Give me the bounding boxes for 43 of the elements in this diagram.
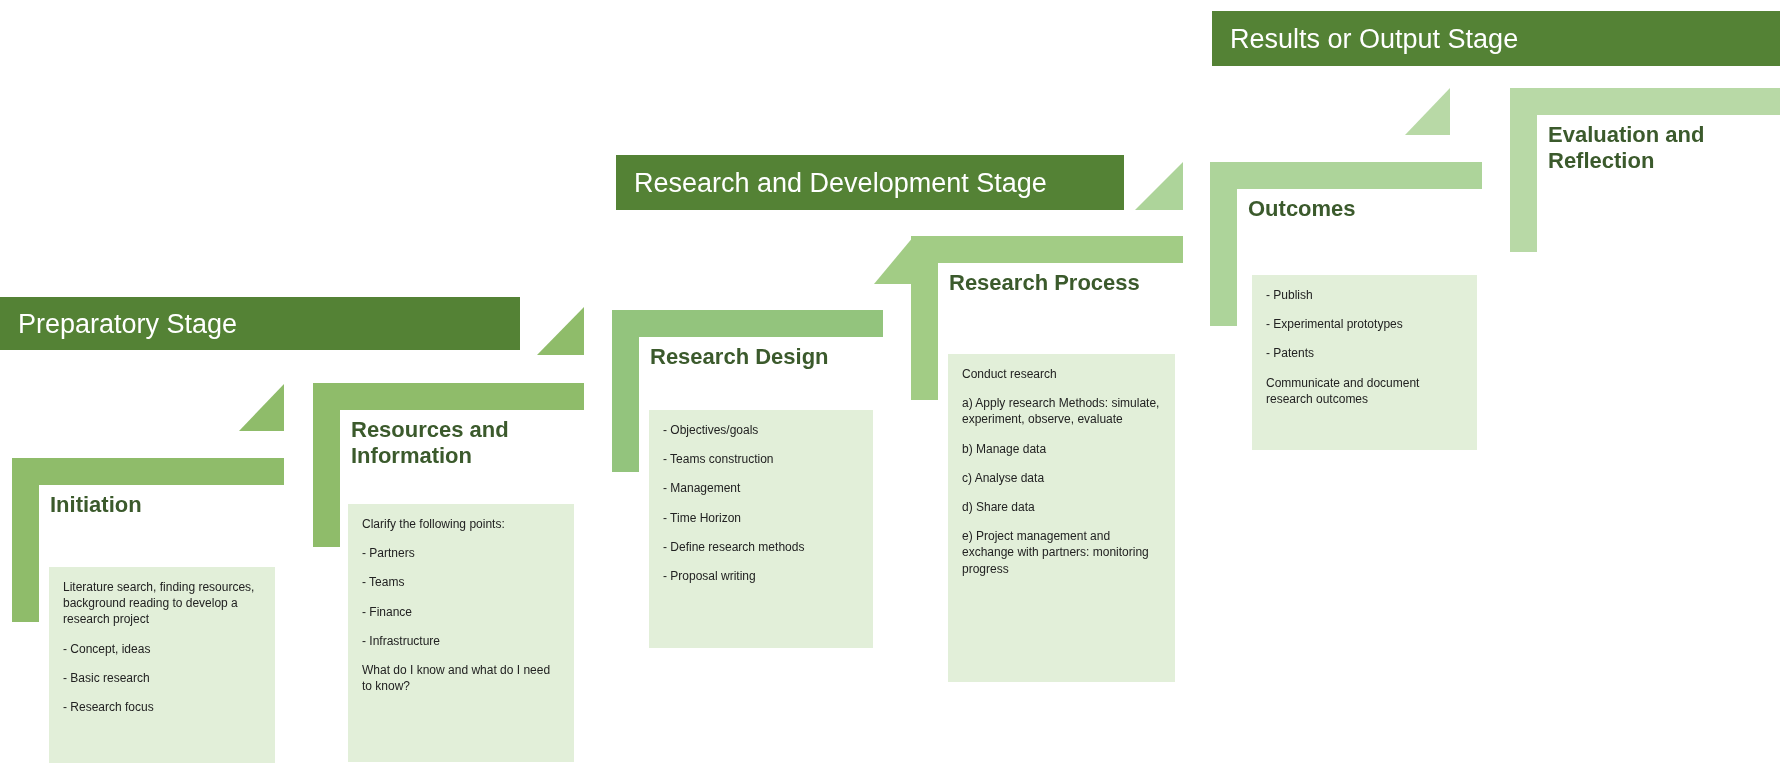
panel-text: Communicate and document research outcomes: [1266, 374, 1421, 407]
text-panel: [348, 504, 574, 762]
panel-text: - Time Horizon: [663, 509, 743, 526]
panel-text: - Proposal writing: [663, 567, 757, 585]
panel-text: b) Manage data: [962, 440, 1048, 457]
panel-text: Conduct research: [962, 366, 1058, 383]
panel-text: c) Analyse data: [962, 469, 1046, 486]
panel-text: - Research focus: [63, 698, 155, 716]
panel-text: - Patents: [1266, 345, 1316, 362]
panel-text: Clarify the following points:: [362, 516, 506, 533]
panel-text: - Infrastructure: [362, 632, 442, 649]
panel-text: - Objectives/goals: [663, 422, 760, 439]
panel-text: - Define research methods: [663, 538, 806, 555]
text-panel: [948, 354, 1175, 682]
text-panel: [649, 410, 873, 648]
stage-title: Results or Output Stage: [1230, 23, 1519, 54]
panel-text: - Experimental prototypes: [1266, 316, 1404, 333]
panel-text: - Teams construction: [663, 451, 775, 468]
panel-text: - Management: [663, 480, 742, 497]
panel-text: What do I know and what do I need to know?: [362, 661, 552, 695]
panel-text: - Concept, ideas: [63, 640, 152, 657]
panel-text: e) Project management and exchange with partners: monitoring progress: [962, 528, 1150, 577]
stage-banner: [616, 155, 1124, 210]
panel-text: - Partners: [362, 545, 416, 562]
step-heading: Resources and Information: [351, 417, 510, 470]
stage-title: Preparatory Stage: [18, 308, 238, 339]
step-heading: Outcomes: [1248, 196, 1357, 223]
panel-text: - Publish: [1266, 287, 1314, 304]
panel-text: d) Share data: [962, 498, 1036, 516]
step-heading: Evaluation and Reflection: [1548, 122, 1706, 175]
stage-banner: [0, 297, 520, 350]
panel-text: - Finance: [362, 603, 414, 620]
panel-text: - Teams: [362, 574, 406, 591]
panel-text: a) Apply research Methods: simulate, experiment, observe, evaluate: [962, 395, 1161, 428]
panel-text: Literature search, finding resources, background reading to develop a research project: [63, 579, 256, 628]
step-heading: Initiation: [50, 492, 143, 519]
text-panel: [49, 567, 275, 763]
text-panel: [1252, 275, 1477, 450]
stage-title: Research and Development Stage: [634, 167, 1047, 198]
panel-text: - Basic research: [63, 669, 151, 686]
stage-banner: [1212, 11, 1780, 66]
step-heading: Research Design: [650, 344, 830, 371]
step-heading: Research Process: [949, 270, 1141, 297]
